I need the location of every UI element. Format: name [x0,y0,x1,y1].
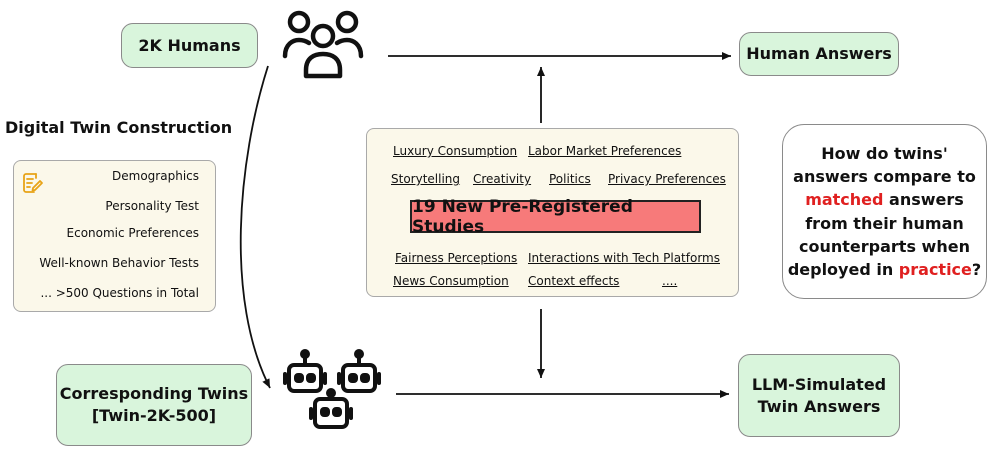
twins-label-line1: Corresponding Twins [59,384,249,404]
question-text: answers [883,190,964,210]
study-item: News Consumption [393,274,509,288]
human-answers-label: Human Answers [746,44,892,64]
question-line: from their human [805,213,964,233]
robot-group-icon [283,349,381,429]
note-edit-icon [23,173,43,193]
question-panel: Demographics Personality Test Economic P… [13,160,216,312]
study-item: Creativity [473,172,532,186]
study-item: Storytelling [391,172,461,186]
question-text: deployed in [787,259,899,279]
study-item: Luxury Consumption [393,144,518,158]
research-question-box: How do twins' answers compare to matched… [782,124,987,299]
humans-box: 2K Humans [121,23,258,68]
question-line: counterparts when [799,236,970,256]
llm-answers-line2: Twin Answers [757,396,881,416]
llm-answers-box: LLM-Simulated Twin Answers [738,354,900,437]
study-item: Politics [549,172,591,186]
digital-twin-construction-title: Digital Twin Construction [5,118,233,137]
twins-label-line2: [Twin-2K-500] [91,406,217,425]
question-line: deployed in practice? [788,258,981,281]
arrow-construction-curve [239,65,271,389]
question-item: ... >500 Questions in Total [40,286,199,300]
question-line: matched answers [805,188,964,211]
study-item: Labor Market Preferences [528,144,682,158]
study-item: Fairness Perceptions [395,251,518,265]
highlight-practice: practice [898,259,972,279]
twins-box: Corresponding Twins [Twin-2K-500] [56,364,252,446]
question-item: Economic Preferences [66,226,199,240]
question-item: Well-known Behavior Tests [39,256,199,270]
people-group-icon [282,10,364,79]
question-item: Demographics [112,169,199,183]
humans-label: 2K Humans [138,35,241,55]
study-item: Interactions with Tech Platforms [528,251,720,265]
question-item: Personality Test [105,199,199,213]
study-item: Context effects [528,274,620,288]
question-text: ? [971,259,982,279]
study-item: Privacy Preferences [608,172,726,186]
question-line: How do twins' [821,143,948,163]
llm-answers-line1: LLM-Simulated [751,374,887,394]
highlight-matched: matched [805,190,884,210]
study-item-ellipsis: .... [662,274,678,288]
studies-panel: Luxury Consumption Labor Market Preferen… [366,128,739,297]
studies-title: 19 New Pre-Registered Studies [410,197,701,237]
question-line: answers compare to [793,167,976,187]
human-answers-box: Human Answers [739,32,899,76]
